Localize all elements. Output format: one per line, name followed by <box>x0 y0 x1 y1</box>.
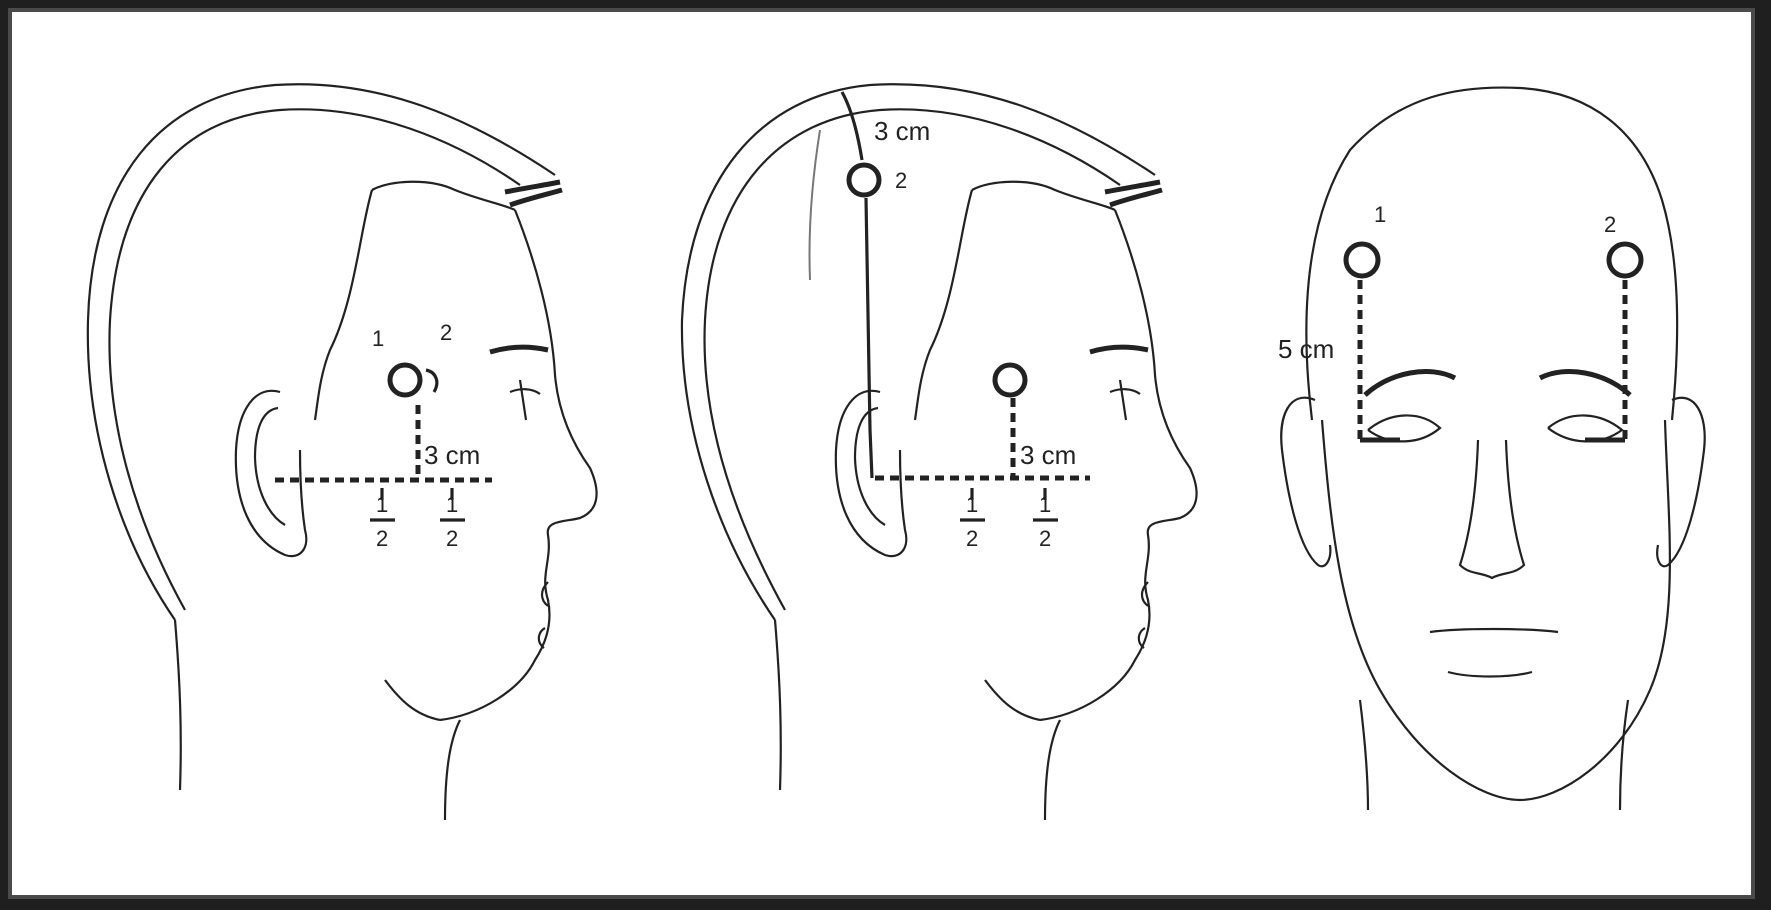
middle-neck-front <box>1045 720 1060 820</box>
right-electrode-2 <box>1609 244 1641 276</box>
left-hairline <box>372 182 515 210</box>
left-label-distance: 3 cm <box>424 440 480 470</box>
middle-hair-tuft <box>1105 182 1162 205</box>
right-mouth <box>1430 629 1558 677</box>
middle-vertical-solid-line <box>842 92 872 478</box>
middle-temple <box>915 190 972 420</box>
middle-jaw <box>985 680 1040 720</box>
right-nose <box>1460 440 1524 578</box>
left-label-point-2: 2 <box>440 320 452 345</box>
middle-half-b-numerator: 1 <box>1039 492 1051 517</box>
left-electrode-2 <box>426 370 437 392</box>
left-label-point-1: 1 <box>372 326 384 351</box>
middle-half-a-numerator: 1 <box>966 492 978 517</box>
middle-eye <box>1110 380 1140 420</box>
right-neck-right <box>1620 700 1628 810</box>
middle-hairline <box>972 182 1115 210</box>
right-eyebrow-left <box>1365 372 1455 395</box>
left-head-inner-arc <box>109 109 520 610</box>
right-label-point-1: 1 <box>1374 202 1386 227</box>
middle-neck-back <box>775 620 781 790</box>
middle-head-inner-arc <box>705 109 1120 610</box>
right-neck-left <box>1360 700 1368 810</box>
right-face-lower <box>1322 420 1670 800</box>
middle-label-distance: 3 cm <box>1020 440 1076 470</box>
left-half-b-denominator: 2 <box>446 526 458 551</box>
left-ear <box>236 391 306 556</box>
middle-label-top-distance: 3 cm <box>874 116 930 146</box>
right-label-point-2: 2 <box>1604 212 1616 237</box>
right-electrode-1 <box>1346 244 1378 276</box>
left-half-b-numerator: 1 <box>446 492 458 517</box>
left-half-a-denominator: 2 <box>376 526 388 551</box>
left-profile-head: 1 2 3 cm 1 2 1 2 <box>88 84 597 820</box>
left-neck-back <box>175 620 181 790</box>
middle-half-a-denominator: 2 <box>966 526 978 551</box>
right-label-distance: 5 cm <box>1278 334 1334 364</box>
right-frontal-face: 1 2 5 cm <box>1278 88 1705 810</box>
left-eye <box>510 380 540 420</box>
middle-electrode-2 <box>849 165 879 195</box>
left-head-outline <box>88 84 555 620</box>
left-half-a-numerator: 1 <box>376 492 388 517</box>
middle-half-b-denominator: 2 <box>1039 526 1051 551</box>
middle-electrode-1 <box>995 365 1025 395</box>
left-jaw <box>385 680 440 720</box>
left-hair-tuft <box>505 182 562 205</box>
left-electrode-1 <box>390 365 420 395</box>
left-eyebrow <box>490 347 548 352</box>
right-eyebrow-right <box>1540 372 1630 395</box>
left-ear-inner <box>255 408 285 525</box>
middle-eyebrow <box>1090 347 1148 352</box>
middle-label-point-2: 2 <box>895 168 907 193</box>
left-temple <box>315 190 372 420</box>
middle-hair-strand <box>809 130 820 280</box>
left-neck-front <box>445 720 460 820</box>
middle-profile-head: 3 cm 2 3 cm 1 2 1 2 <box>682 84 1197 820</box>
middle-head-outline <box>682 84 1155 620</box>
